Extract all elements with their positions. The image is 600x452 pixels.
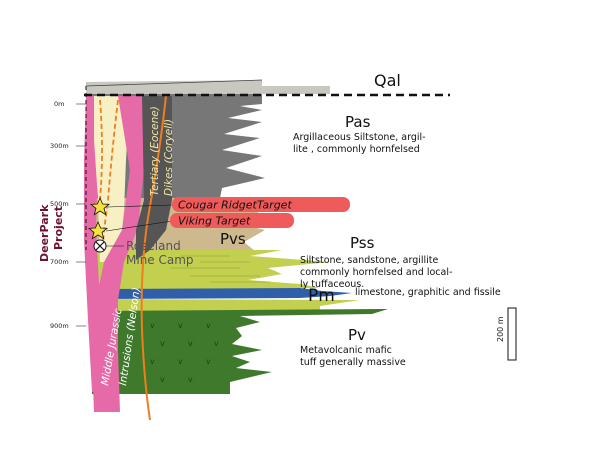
pss-texture [170,255,270,283]
pv-code: Pv [348,326,366,344]
pss-desc-line1: Siltstone, sandstone, argillite [300,255,439,266]
viking-target-box [170,213,294,228]
project-label-line2: Project [52,206,65,250]
pas-desc-line2: lite , commonly hornfelsed [293,144,420,155]
viking-leader-line [105,220,173,232]
svg-text:v: v [188,339,193,348]
camp-label-line2: Mine Camp [126,253,194,267]
pss-desc-line2: commonly hornfelsed and local- [300,267,452,278]
svg-text:v: v [178,321,183,330]
depth-axis: 0m 300m 500m 700m 900m [50,100,86,330]
depth-label-0: 0m [54,100,64,108]
svg-text:v: v [188,375,193,384]
cougar-ridge-star-icon [89,196,111,216]
viking-target-label: Viking Target [178,215,251,228]
pss-layer [92,250,330,290]
svg-text:v: v [150,357,155,366]
pv-desc-line1: Metavolcanic mafic [300,345,392,356]
depth-label-500: 500m [50,200,69,208]
viking-star-icon [87,220,109,240]
svg-text:v: v [160,339,165,348]
tertiary-label: Tertiary (Eocene) [149,106,161,196]
svg-text:v: v [150,321,155,330]
dikes-label: Dikes (Coryell) [163,119,175,196]
pss-desc-line3: ly tuffaceous. [300,279,364,290]
pss-lower-band [92,299,360,312]
coryell-dike-dashed-2 [99,99,103,201]
svg-text:v: v [206,321,211,330]
project-label-line1: DeerPark [38,204,51,262]
depth-label-700: 700m [50,258,69,266]
depth-label-900: 900m [50,322,69,330]
alteration-zone [94,96,130,262]
qal-layer [86,80,330,94]
cougar-target-label: Cougar RidgetTarget [178,199,292,212]
pas-desc-line1: Argillaceous Siltstone, argil- [293,132,426,143]
pvs-code: Pvs [220,230,246,248]
qal-code: Qal [374,71,401,90]
pm-code: Pm [308,286,335,306]
svg-text:v: v [178,357,183,366]
pv-desc-line2: tuff generally massive [300,357,406,368]
nelson-intrusion [92,96,146,412]
svg-text:v: v [214,339,219,348]
scale-bar [507,307,517,361]
coryell-dike-dashed [101,99,119,251]
cougar-leader-line [107,204,173,208]
column-frame-top [85,79,263,87]
svg-text:v: v [206,357,211,366]
camp-label-line1: Roseland [126,239,181,253]
pm-layer [92,288,352,299]
pv-layer [92,309,388,394]
svg-text:v: v [160,375,165,384]
pss-code: Pss [350,234,375,252]
coryell-dike [140,95,167,421]
pas-code: Pas [345,113,371,131]
depth-label-300: 300m [50,142,69,150]
mine-camp-icon [93,239,107,253]
cougar-target-box [172,197,350,212]
pm-desc-line1: limestone, graphitic and fissile [355,287,501,298]
scale-bar-label: 200 m [496,316,505,342]
